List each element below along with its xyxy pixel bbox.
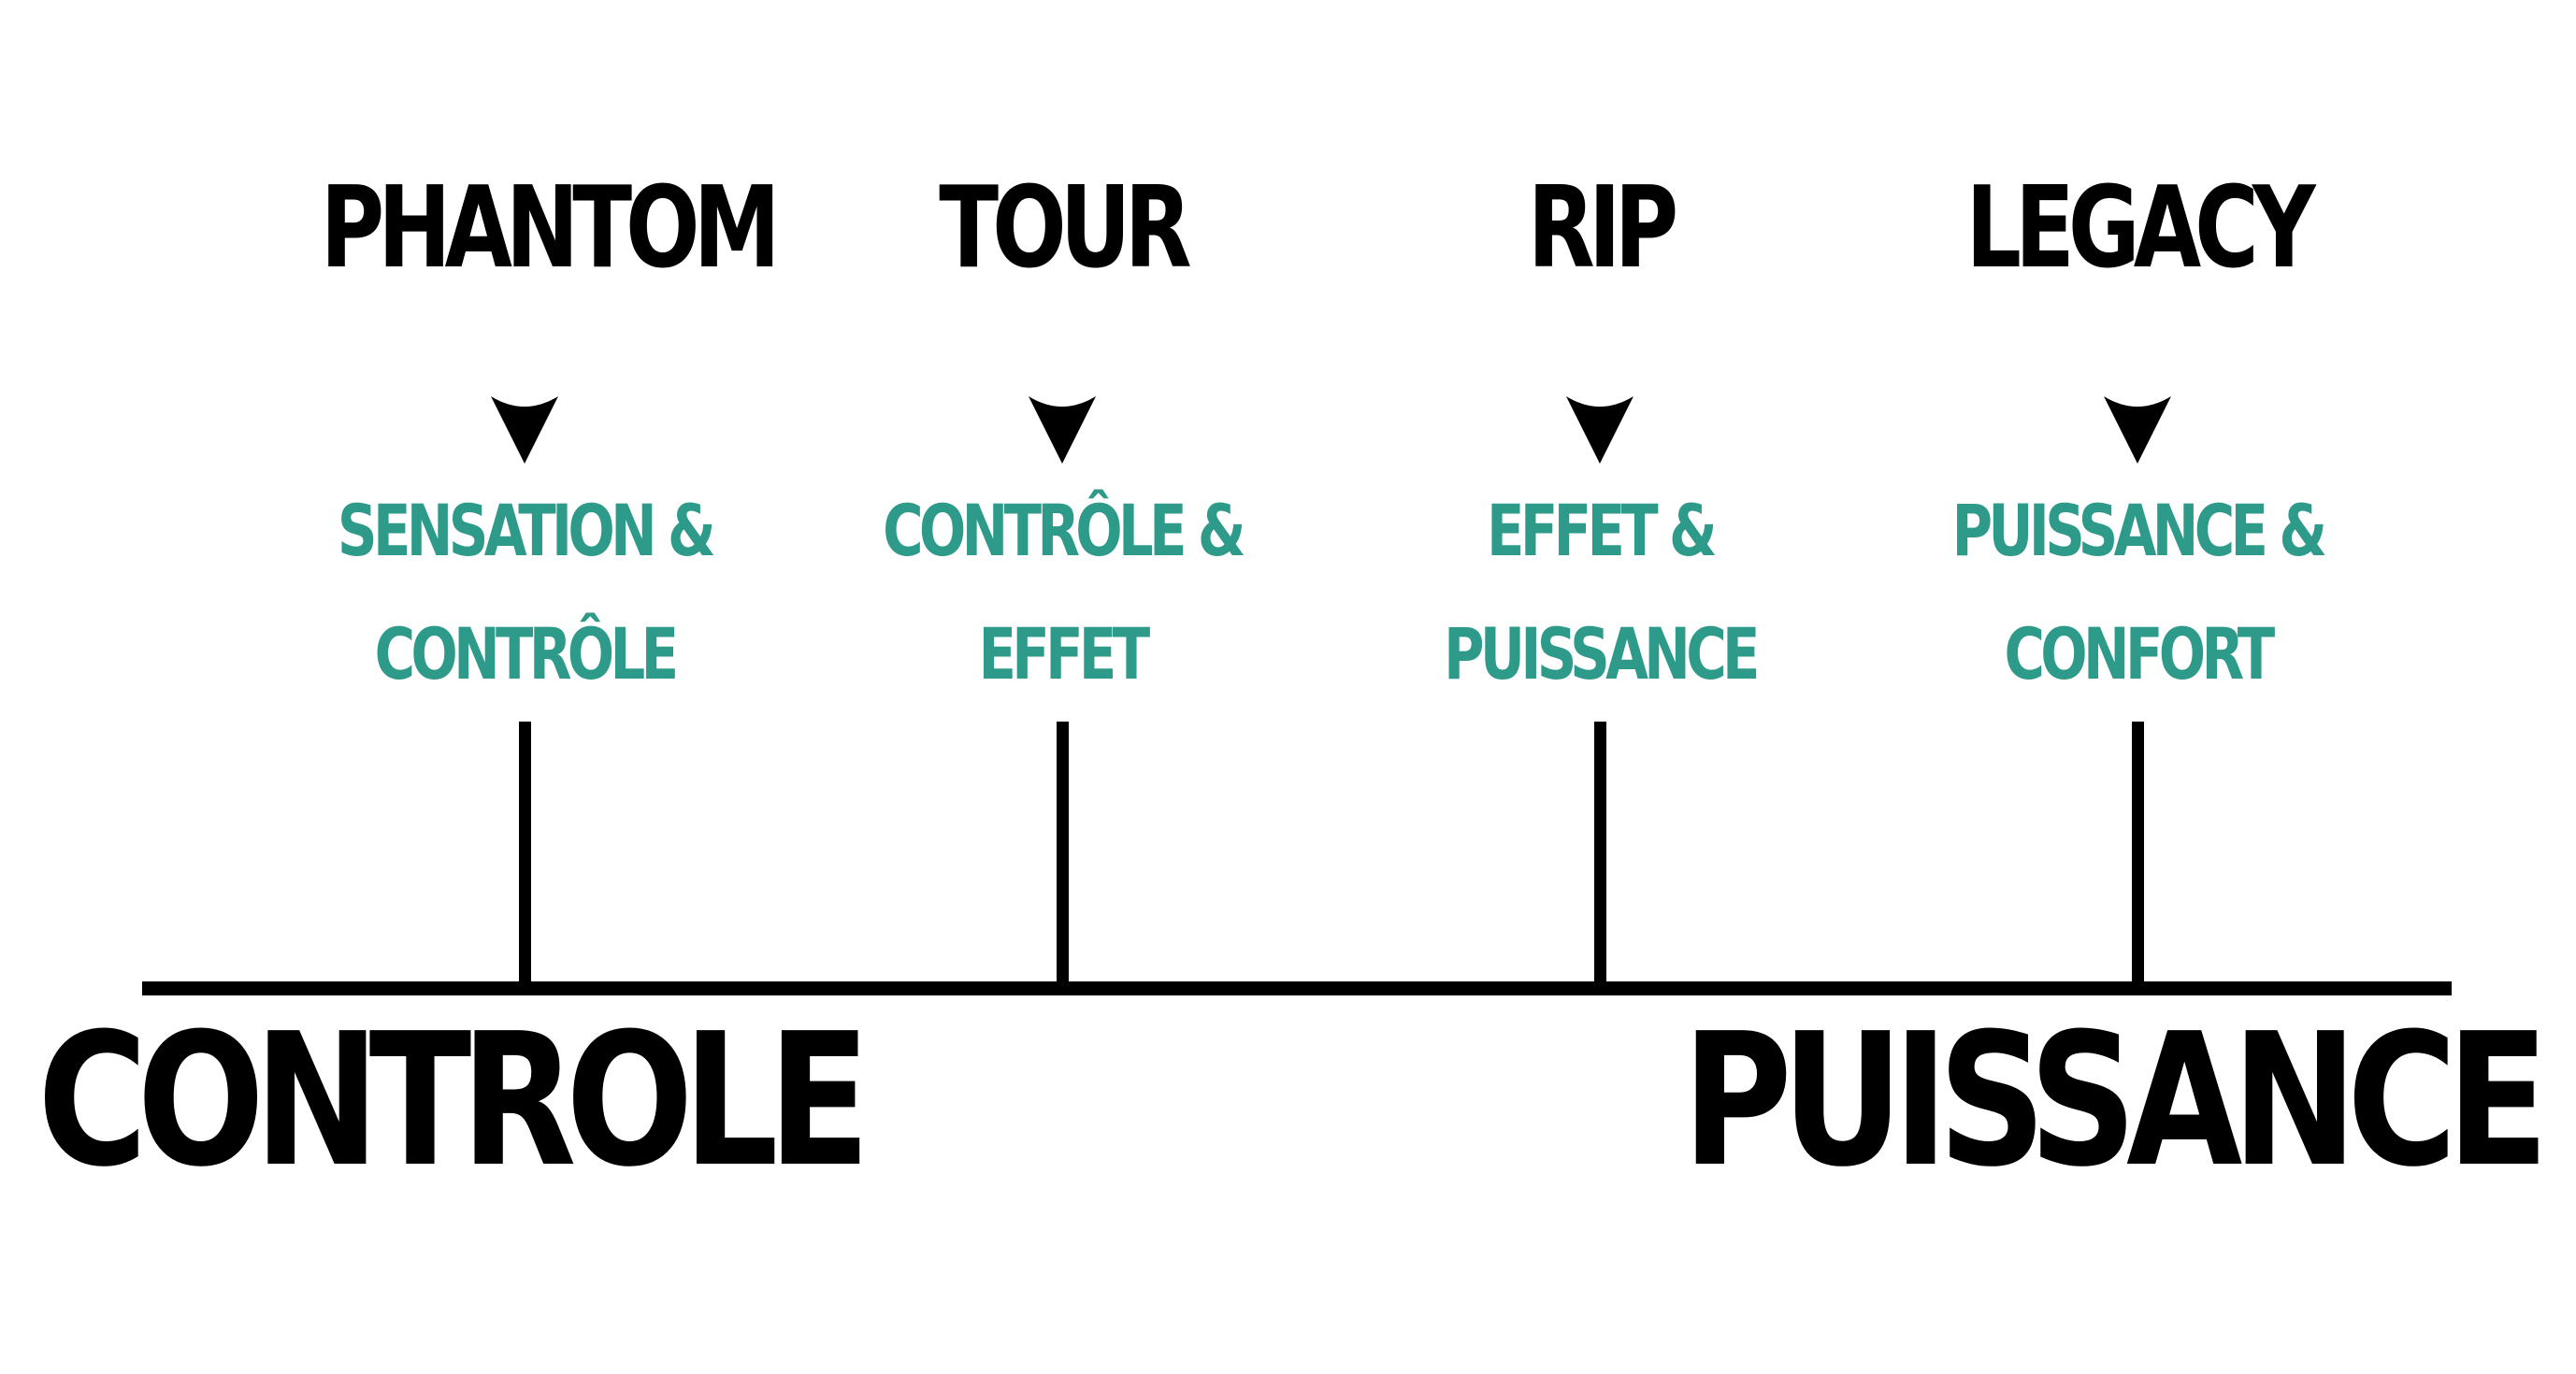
product-name: PHANTOM <box>320 164 781 293</box>
product-name: LEGACY <box>1965 164 2315 293</box>
axis-label-left: CONTROLE <box>37 995 871 1208</box>
product-desc-line2: PUISSANCE <box>1444 612 1760 695</box>
arrow-down-icon <box>1566 396 1633 464</box>
scale-baseline <box>142 981 2452 995</box>
product-desc-line1: PUISSANCE & <box>1951 489 2327 572</box>
product-desc-line2: CONTRÔLE <box>374 612 680 695</box>
product-desc-line1: SENSATION & <box>337 489 716 572</box>
product-desc-line1: CONTRÔLE & <box>883 489 1245 572</box>
product-desc-line1: EFFET & <box>1487 489 1718 572</box>
product-column-tour: TOUR CONTRÔLE & EFFET <box>800 0 1324 1028</box>
scale-tick <box>1594 722 1606 989</box>
arrow-down-icon <box>1029 396 1096 464</box>
scale-tick <box>519 722 531 989</box>
product-desc-line2: EFFET <box>978 612 1150 695</box>
product-column-rip: RIP EFFET & PUISSANCE <box>1338 0 1862 1028</box>
arrow-down-icon <box>491 396 558 464</box>
product-column-phantom: PHANTOM SENSATION & CONTRÔLE <box>263 0 786 1028</box>
product-desc-line2: CONFORT <box>2004 612 2275 695</box>
scale-tick <box>2132 722 2144 989</box>
scale-tick <box>1057 722 1069 989</box>
axis-label-right: PUISSANCE <box>1682 995 2549 1208</box>
product-column-legacy: LEGACY PUISSANCE & CONFORT <box>1876 0 2399 1028</box>
arrow-down-icon <box>2104 396 2171 464</box>
product-name: TOUR <box>939 164 1191 293</box>
product-name: RIP <box>1527 164 1678 293</box>
